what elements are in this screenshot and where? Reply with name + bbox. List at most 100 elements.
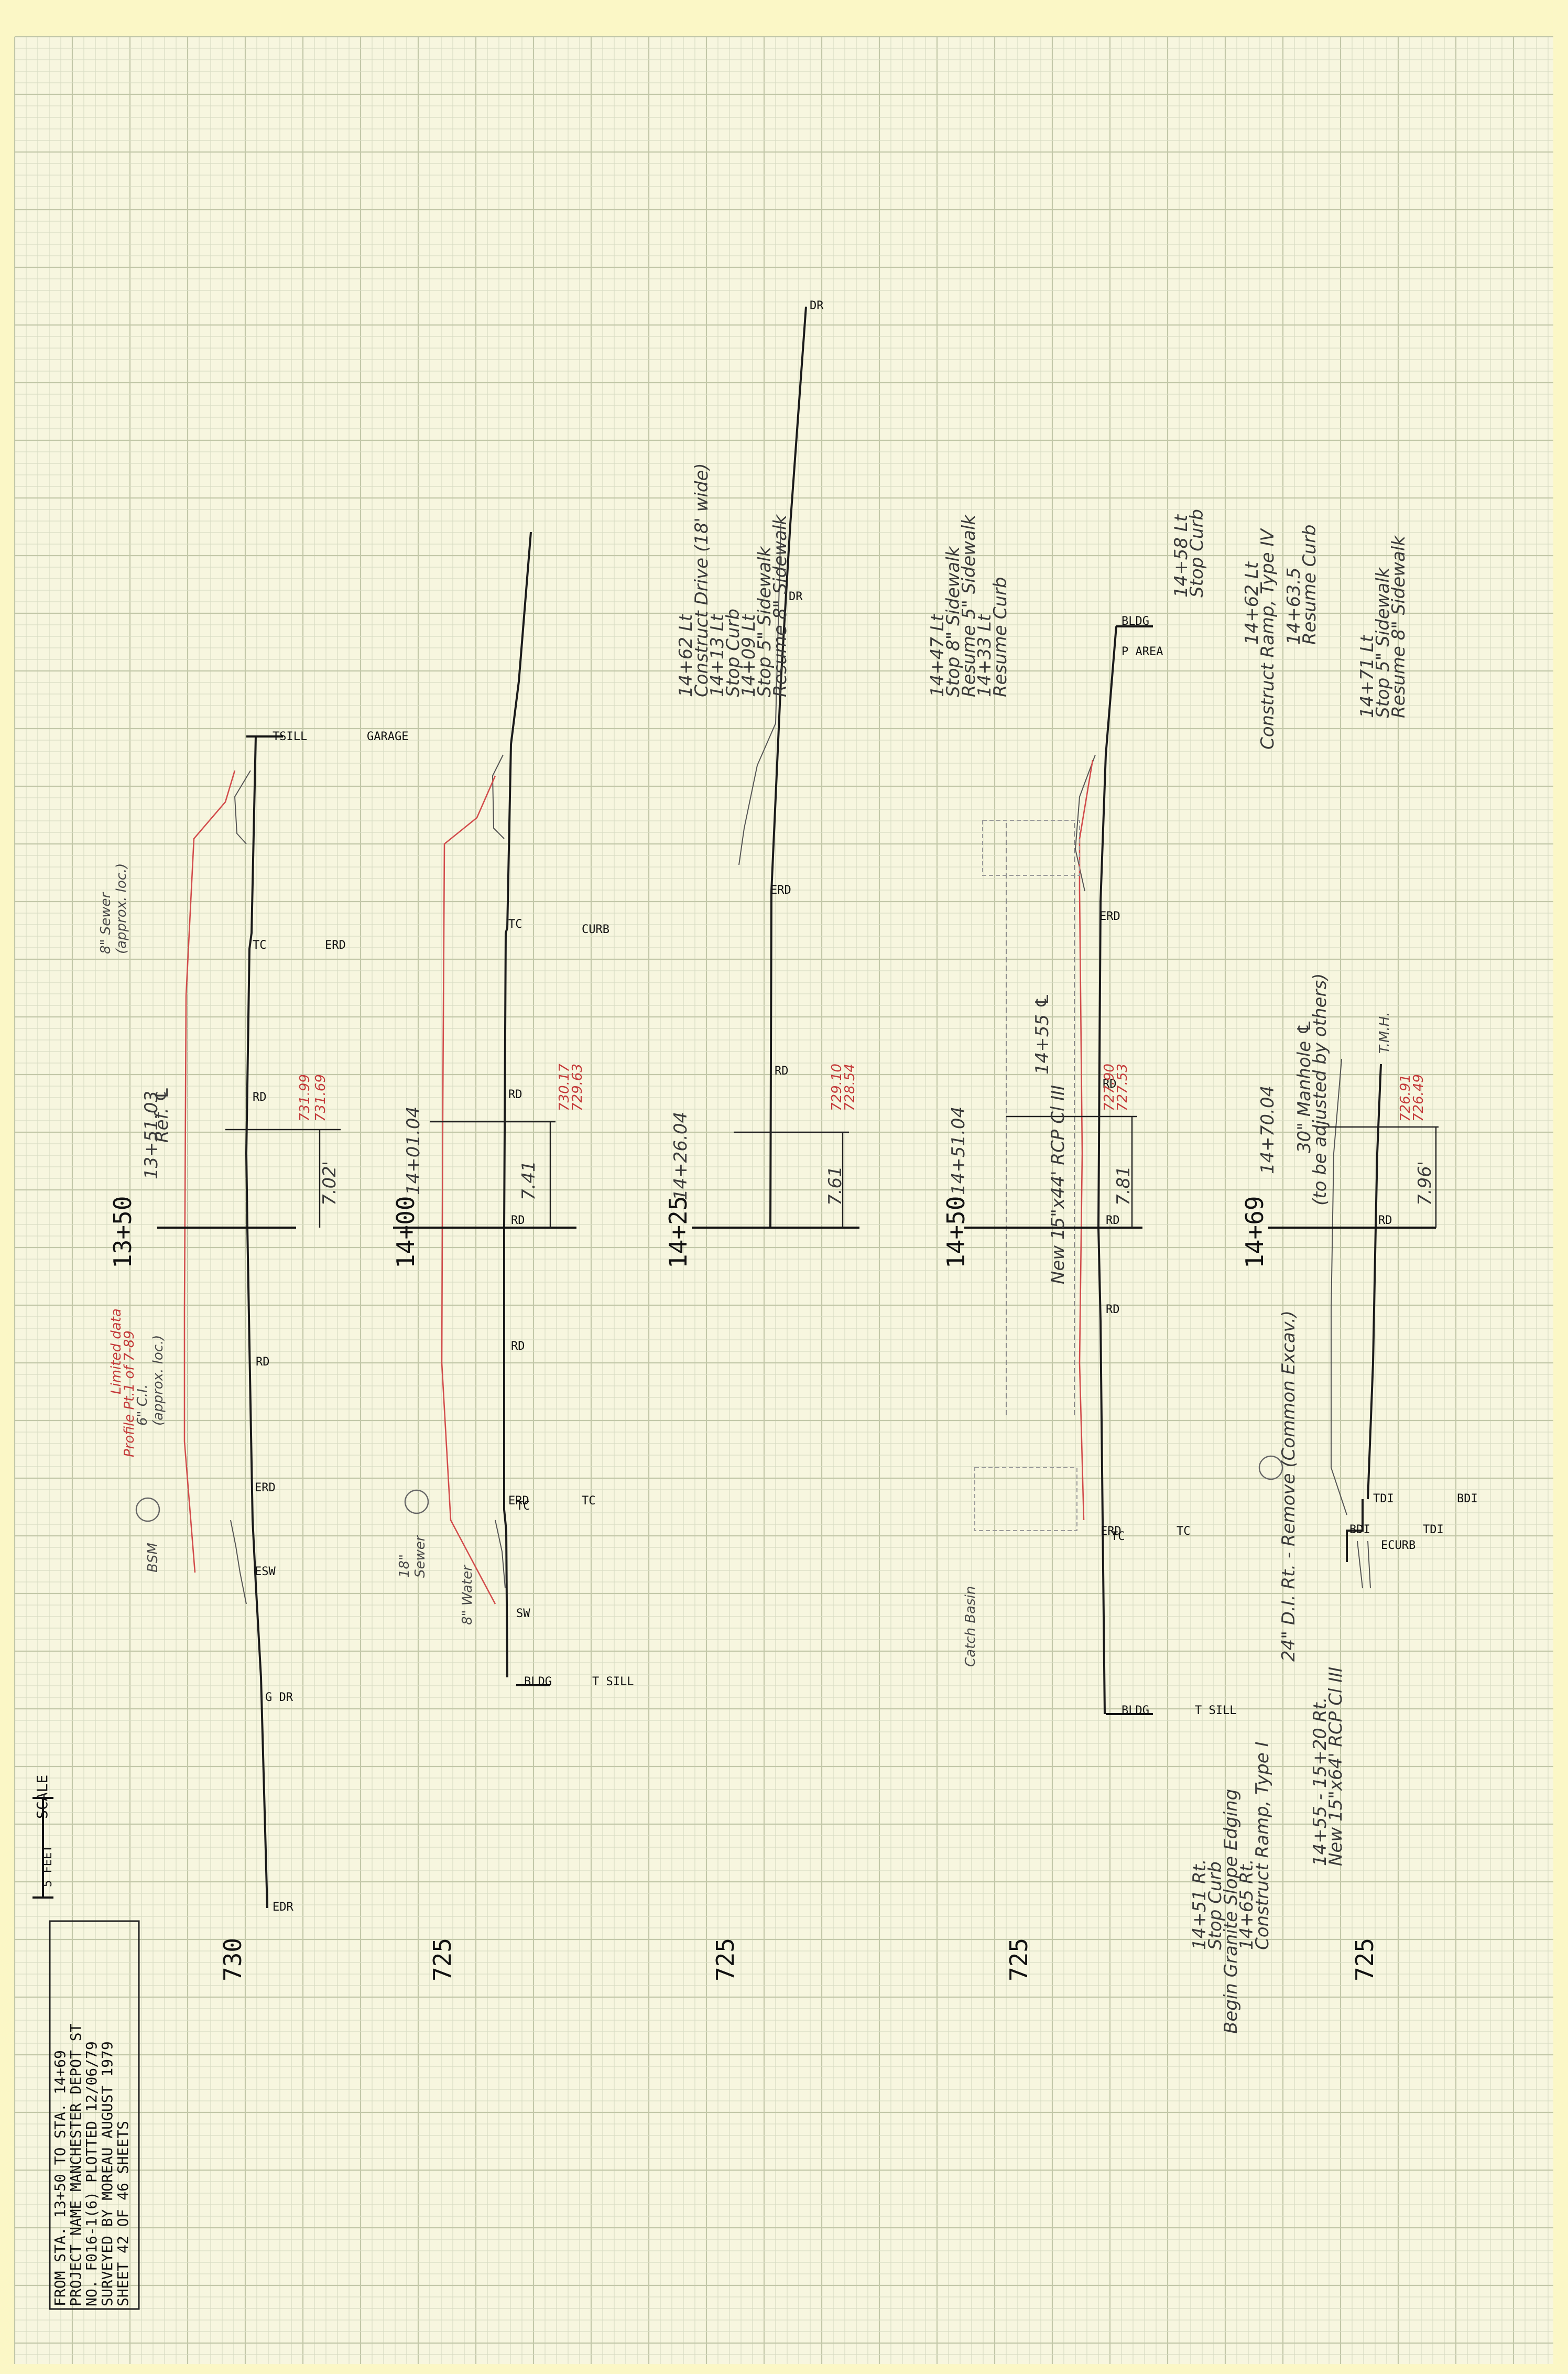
- curb-outline: [1357, 1541, 1371, 1589]
- label-edr: EDR: [273, 1901, 293, 1914]
- gray-profile: [738, 524, 781, 865]
- proposed-profile-red: [441, 775, 496, 1605]
- note: 14+55 ℄: [1032, 993, 1053, 1075]
- label-rd: RD: [256, 1356, 270, 1369]
- note: 14+58 Lt: [1171, 514, 1192, 598]
- stake-value: 14+70.04: [1257, 1086, 1278, 1174]
- catch-basin-outline: [982, 820, 1080, 876]
- label-rd: RD: [1378, 1214, 1392, 1227]
- grade-old: 726.91: [1398, 1074, 1413, 1122]
- grade-old: 727.90: [1102, 1064, 1117, 1111]
- label-gdr: G DR: [265, 1691, 293, 1704]
- offset-value: 7.61: [825, 1166, 846, 1206]
- grade-old: 731.99: [297, 1074, 313, 1122]
- note: 14+62 Lt: [1242, 561, 1262, 645]
- elevation-label: 725: [1351, 1938, 1379, 1981]
- note: Construct Drive (18' wide): [691, 463, 712, 697]
- note: 14+71 Lt: [1357, 634, 1378, 718]
- note: Profile Pt.1 of 7-89: [122, 1330, 137, 1457]
- pipe-outline: [1006, 823, 1075, 1415]
- note: New 15"x64' RCP Cl III: [1325, 1667, 1346, 1866]
- section-14-00: TC CURB RD RD RD ERD TC TC SW BLDG T SIL…: [391, 532, 634, 1981]
- elevation-label: 725: [1005, 1938, 1033, 1981]
- label-tsill: T SILL: [592, 1675, 634, 1688]
- note: (approx. loc.): [150, 1335, 166, 1426]
- note: Limited data: [108, 1308, 124, 1394]
- scale-label: SCALE: [34, 1775, 51, 1819]
- label-erd: ERD: [1101, 1525, 1121, 1538]
- title-block-frame: [49, 1920, 140, 2310]
- label-garage: GARAGE: [367, 730, 408, 743]
- section-14-25: DR DR ERD RD 729.10 728.54 7.61 14+26.04…: [664, 299, 859, 1981]
- note: Resume 5" Sidewalk: [959, 514, 979, 697]
- note: Stop 5" Sidewalk: [754, 546, 775, 697]
- manhole-symbol: [1258, 1455, 1283, 1480]
- label-esw: ESW: [255, 1565, 276, 1578]
- note: Stop Curb: [723, 609, 744, 697]
- elevation-label: 725: [711, 1938, 739, 1981]
- grade-new: 726.49: [1411, 1074, 1427, 1122]
- offset-value: 7.96': [1414, 1161, 1435, 1206]
- scale-bar: SCALE 5 FEET: [32, 1775, 55, 1899]
- note: 8" Water: [460, 1564, 475, 1625]
- grade-new: 727.53: [1115, 1064, 1130, 1111]
- note: Stop 8" Sidewalk: [943, 546, 964, 697]
- section-13-50: TSILL GARAGE TC ERD RD RD ERD ESW G DR E…: [98, 730, 408, 1981]
- offset-value: 7.81: [1113, 1166, 1134, 1206]
- note: New 15"x44' RCP Cl III: [1048, 1085, 1069, 1284]
- note: Construct Ramp, Type I: [1252, 1741, 1273, 1950]
- note: 14+47 Lt: [927, 613, 948, 697]
- label-tdi: TDI: [1373, 1492, 1394, 1505]
- label-bldg: BLDG: [1121, 615, 1149, 628]
- curb-outline: [492, 754, 505, 839]
- title-line: SHEET 42 OF 46 SHEETS: [114, 2121, 132, 2306]
- note: Resume Curb: [990, 577, 1011, 698]
- proposed-profile-red: [1079, 760, 1094, 1521]
- note: 14+65 Rt.: [1236, 1859, 1257, 1950]
- label-rd: RD: [1106, 1303, 1120, 1316]
- proposed-profile-red: [183, 770, 236, 1573]
- station-label: 14+00: [391, 1196, 420, 1269]
- catch-basin-outline: [974, 1467, 1077, 1531]
- station-label: 14+50: [942, 1196, 970, 1269]
- label-curb: CURB: [582, 923, 609, 936]
- label-ecurb: ECURB: [1381, 1539, 1415, 1552]
- station-label: 14+25: [664, 1196, 692, 1269]
- label-parea: P AREA: [1121, 645, 1163, 658]
- label-erd: ERD: [1099, 910, 1120, 923]
- title-line: NO. F016-1(6) PLOTTED 12/06/79: [83, 2041, 100, 2306]
- label-tc: TC: [508, 918, 522, 931]
- label-rd: RD: [253, 1091, 267, 1104]
- label-erd: ERD: [325, 939, 346, 952]
- note: 14+55 - 15+20 Rt.: [1310, 1697, 1331, 1867]
- note: 14+13 Lt: [707, 613, 728, 697]
- label-rd: RD: [511, 1340, 525, 1353]
- grade-new: 729.63: [570, 1064, 585, 1111]
- label-tdi: TDI: [1423, 1523, 1444, 1536]
- title-block: FROM STA. 13+50 TO STA. 14+69 PROJECT NA…: [49, 1920, 140, 2310]
- label-bldg: BLDG: [1121, 1704, 1149, 1717]
- title-line: PROJECT NAME MANCHESTER DEPOT ST: [67, 2023, 84, 2306]
- note: 24" D.I. Rt. - Remove (Common Excav.): [1278, 1310, 1299, 1662]
- label-bdi: BDI: [1457, 1492, 1478, 1505]
- label-dr: DR: [789, 590, 803, 603]
- offset-value: 7.41: [518, 1161, 539, 1200]
- label-rd: RD: [1103, 1078, 1117, 1091]
- label-bldg: BLDG: [524, 1675, 552, 1688]
- stake-value: 14+51.04: [948, 1107, 969, 1195]
- section-14-69: RD TDI BDI BDI TDI ECURB 726.91 726.49 7…: [1171, 509, 1478, 2034]
- gray-profile: [1331, 1058, 1347, 1515]
- label-erd: ERD: [770, 884, 791, 897]
- existing-ground-profile: [245, 736, 268, 1909]
- note: 30" Manhole ℄: [1294, 1020, 1315, 1153]
- elevation-label: 725: [428, 1938, 456, 1981]
- note: Stop Curb: [1186, 509, 1207, 598]
- label-tsill: TSILL: [273, 730, 307, 743]
- existing-ground-profile: [503, 532, 532, 1678]
- grade-old: 730.17: [557, 1064, 572, 1111]
- manhole-symbol: [135, 1497, 160, 1522]
- offset-value: 7.02': [319, 1161, 340, 1206]
- grid-area: [15, 37, 1553, 2364]
- manhole-symbol: [404, 1489, 429, 1514]
- scale-unit: 5 FEET: [41, 1846, 55, 1887]
